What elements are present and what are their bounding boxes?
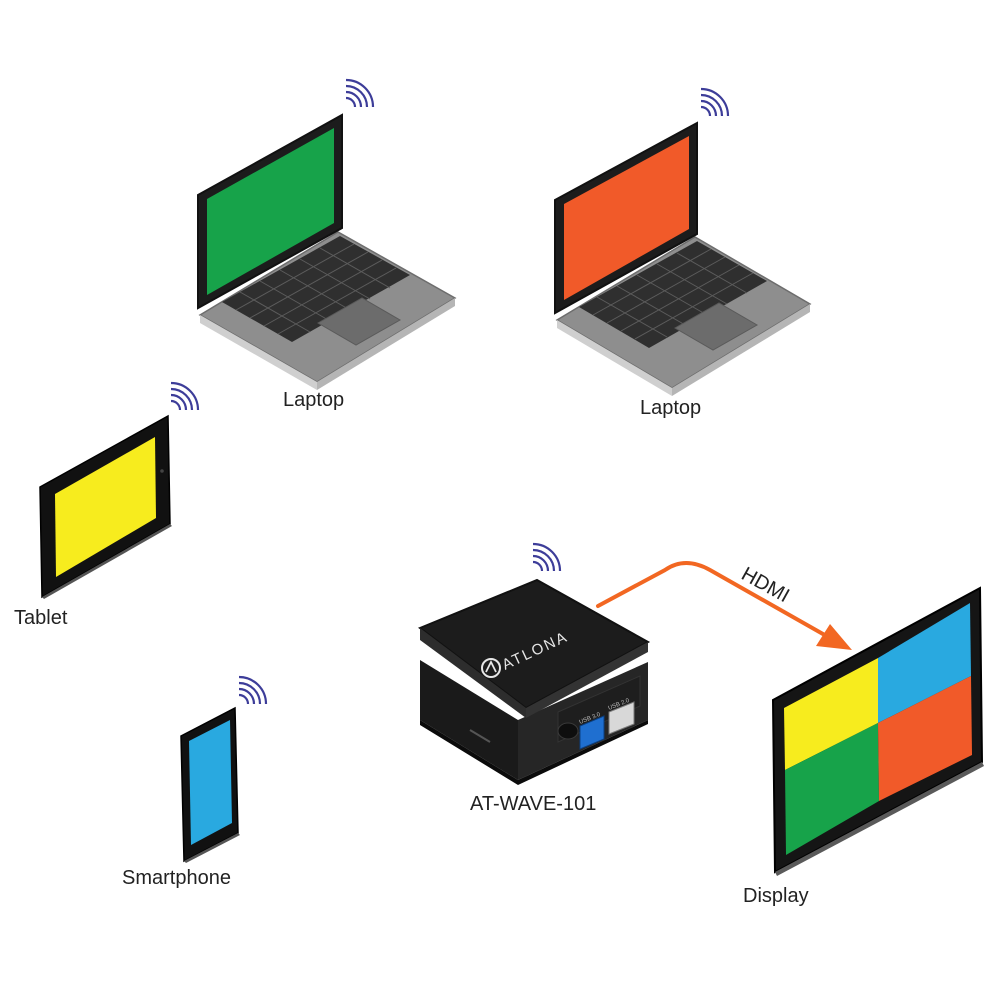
laptop-icon: [554, 121, 812, 396]
laptop-screen: [207, 128, 334, 295]
usb-2-port: [608, 701, 635, 735]
atlona-logo-icon: [481, 658, 501, 678]
receiver-label: AT-WAVE-101: [470, 793, 596, 815]
wifi-icon: [238, 675, 268, 705]
smartphone: Smartphone: [122, 675, 268, 889]
receiver-device: USB 3.0 USB 2.0 ATLONA: [417, 578, 651, 785]
hdmi-arrowhead: [816, 624, 852, 650]
usb-3-port: [579, 715, 605, 750]
hdmi-arrow: [596, 561, 832, 640]
laptop-green-label: Laptop: [283, 389, 344, 411]
wifi-icon: [700, 87, 730, 117]
display-quadrant-top-right: [878, 603, 971, 723]
tablet-screen: [55, 437, 156, 577]
laptop-screen: [564, 136, 689, 300]
laptop-green: Laptop: [197, 78, 457, 411]
display: Display: [743, 586, 984, 907]
wifi-icon: [345, 78, 375, 108]
smartphone-icon: [180, 706, 240, 863]
display-icon: [771, 586, 984, 876]
wifi-icon: [170, 381, 200, 411]
display-label: Display: [743, 885, 809, 907]
tablet-icon: [39, 414, 172, 599]
smartphone-screen: [189, 720, 232, 845]
laptop-icon: [197, 113, 457, 390]
receiver: USB 3.0 USB 2.0 ATLONA AT-WAVE-101: [417, 542, 651, 815]
laptop-orange-label: Laptop: [640, 397, 701, 419]
display-quadrant-top-left: [784, 658, 878, 770]
smartphone-label: Smartphone: [122, 867, 231, 889]
wifi-icon: [532, 542, 562, 572]
tablet-label: Tablet: [14, 607, 68, 629]
tablet: Tablet: [14, 381, 200, 629]
display-quadrant-bottom-right: [878, 676, 972, 801]
display-quadrant-bottom-left: [785, 723, 879, 855]
laptop-orange: Laptop: [554, 87, 812, 419]
